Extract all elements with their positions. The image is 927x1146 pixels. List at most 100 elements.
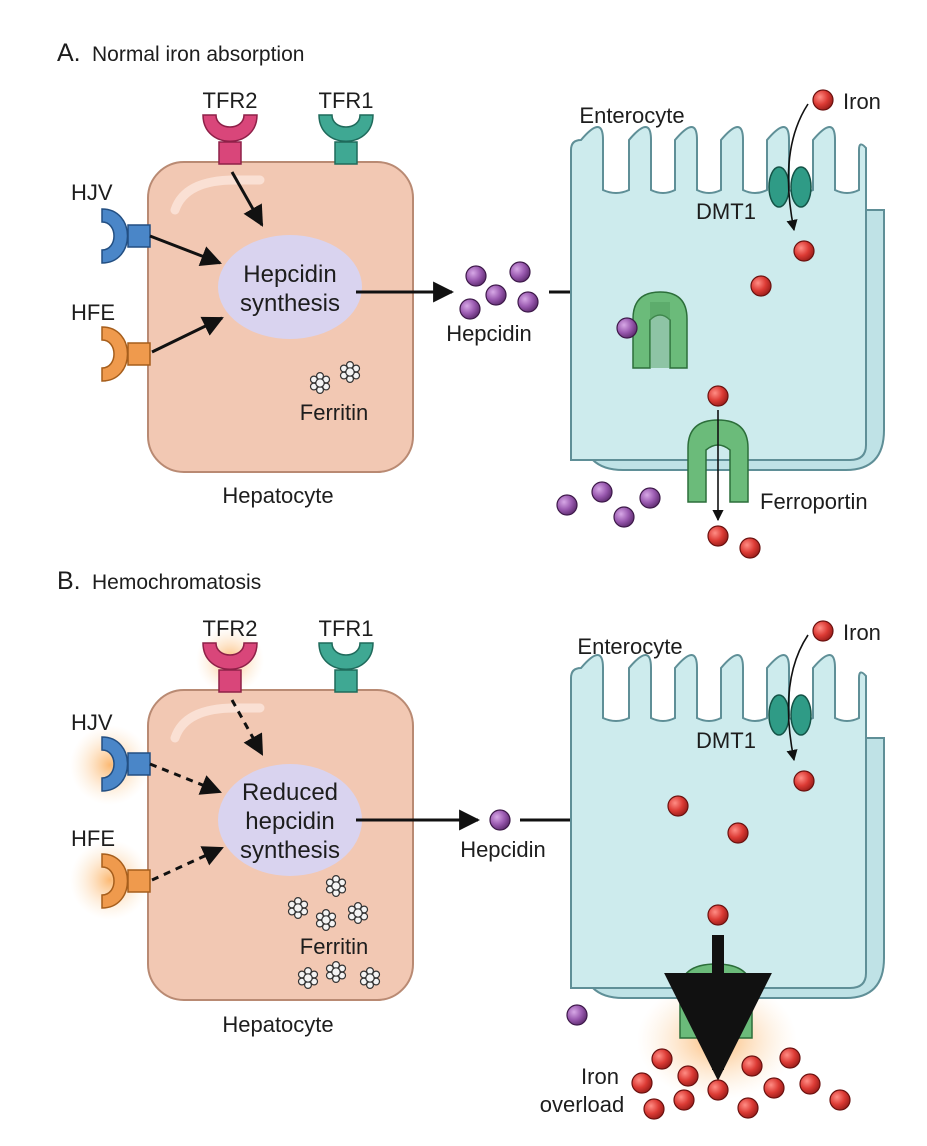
panel-a: A. Normal iron absorption Hepcidin synth… [57,39,885,559]
ferritin-label: Ferritin [300,934,368,959]
panel-a-title: Normal iron absorption [92,43,304,66]
hjv-label: HJV [71,180,113,205]
iron-atom [677,1065,699,1087]
enterocyte-label: Enterocyte [579,103,684,128]
ferritin-icon [315,908,337,932]
iron-atom [707,904,729,926]
hepcidin-molecule [517,291,539,313]
iron-atom [793,770,815,792]
tfr1-label: TFR1 [319,616,374,641]
ferritin-label: Ferritin [300,400,368,425]
iron-atom [750,275,772,297]
tfr1-receptor-icon [318,114,374,165]
hepcidin-label: Hepcidin [460,837,546,862]
synthesis-label-line2: synthesis [240,290,340,317]
iron-atom [779,1047,801,1069]
iron-atom [673,1089,695,1111]
ferritin-icon [287,896,309,920]
hjv-receptor-icon [101,208,151,264]
panel-b-letter: B. [57,567,81,595]
iron-atom [707,1079,729,1101]
hepatocyte-label: Hepatocyte [222,1012,333,1037]
hepcidin-molecule [485,284,507,306]
enterocyte-cell [570,654,867,989]
hepcidin-label: Hepcidin [446,321,532,346]
hjv-label: HJV [71,710,113,735]
panel-b-title: Hemochromatosis [92,571,261,594]
hfe-receptor-icon [101,326,151,382]
iron-atom [727,822,749,844]
ferritin-icon [325,874,347,898]
iron-overload-label-line1: Iron [581,1064,619,1089]
iron-atom [643,1098,665,1120]
ferritin-icon [297,966,319,990]
enterocyte-label: Enterocyte [577,634,682,659]
hepcidin-molecule [489,809,511,831]
tfr1-receptor-icon [318,642,374,693]
iron-atom [707,385,729,407]
panel-a-letter: A. [57,39,81,67]
hepcidin-molecule [509,261,531,283]
tfr2-signal-arrow [230,171,264,227]
iron-atom [741,1055,763,1077]
iron-label: Iron [843,89,881,114]
iron-atom [812,89,834,111]
iron-uptake-arrow [786,103,809,232]
hepcidin-molecule [465,265,487,287]
ferritin-icon [325,960,347,984]
hfe-signal-arrow [151,316,224,354]
reduced-synthesis-line2: hepcidin [245,808,334,835]
iron-atom [667,795,689,817]
iron-overload-label-line2: overload [540,1092,624,1117]
tfr2-label: TFR2 [203,616,258,641]
hepcidin-molecule [613,506,635,528]
hfe-receptor-icon [101,853,151,909]
dmt1-transporter-icon [768,694,812,736]
hjv-receptor-icon [101,736,151,792]
ferritin-icon [309,372,331,394]
hepcidin-molecule [591,481,613,503]
synthesis-label-line1: Hepcidin [243,261,336,288]
dmt1-label: DMT1 [696,199,756,224]
iron-atom [651,1048,673,1070]
iron-atom [763,1077,785,1099]
hfe-label: HFE [71,826,115,851]
hepcidin-molecule [616,317,638,339]
hepcidin-molecule [556,494,578,516]
tfr2-label: TFR2 [203,88,258,113]
internalized-ferroportin-icon [632,291,688,369]
iron-atom [631,1072,653,1094]
ferritin-icon [347,901,369,925]
hepcidin-molecule [459,298,481,320]
ferritin-icon [359,966,381,990]
iron-atom [812,620,834,642]
hepatocyte-label: Hepatocyte [222,483,333,508]
panel-b: B. Hemochromatosis Reduced hepcidin synt… [57,567,885,1120]
ferritin-icon [339,361,361,383]
iron-label: Iron [843,620,881,645]
iron-atom [737,1097,759,1119]
tfr2-receptor-icon [202,114,258,165]
hepcidin-molecule [566,1004,588,1026]
iron-atom [829,1089,851,1111]
reduced-synthesis-line1: Reduced [242,779,338,806]
reduced-synthesis-line3: synthesis [240,837,340,864]
dmt1-label: DMT1 [696,728,756,753]
hjv-signal-arrow [149,234,222,266]
ferroportin-transporter-icon [687,419,749,503]
iron-atom [799,1073,821,1095]
tfr1-label: TFR1 [319,88,374,113]
iron-atom [739,537,761,559]
enterocyte-cell [570,126,867,461]
hepcidin-synthesis-ellipse [218,235,362,339]
reduced-synthesis-ellipse [218,764,362,876]
hepcidin-molecule [639,487,661,509]
tfr2-weak-signal-arrow [230,699,264,756]
ferroportin-label: Ferroportin [760,489,868,514]
iron-atom [707,525,729,547]
iron-atom [793,240,815,262]
dmt1-transporter-icon [768,166,812,208]
hfe-label: HFE [71,300,115,325]
iron-uptake-arrow [786,634,809,762]
